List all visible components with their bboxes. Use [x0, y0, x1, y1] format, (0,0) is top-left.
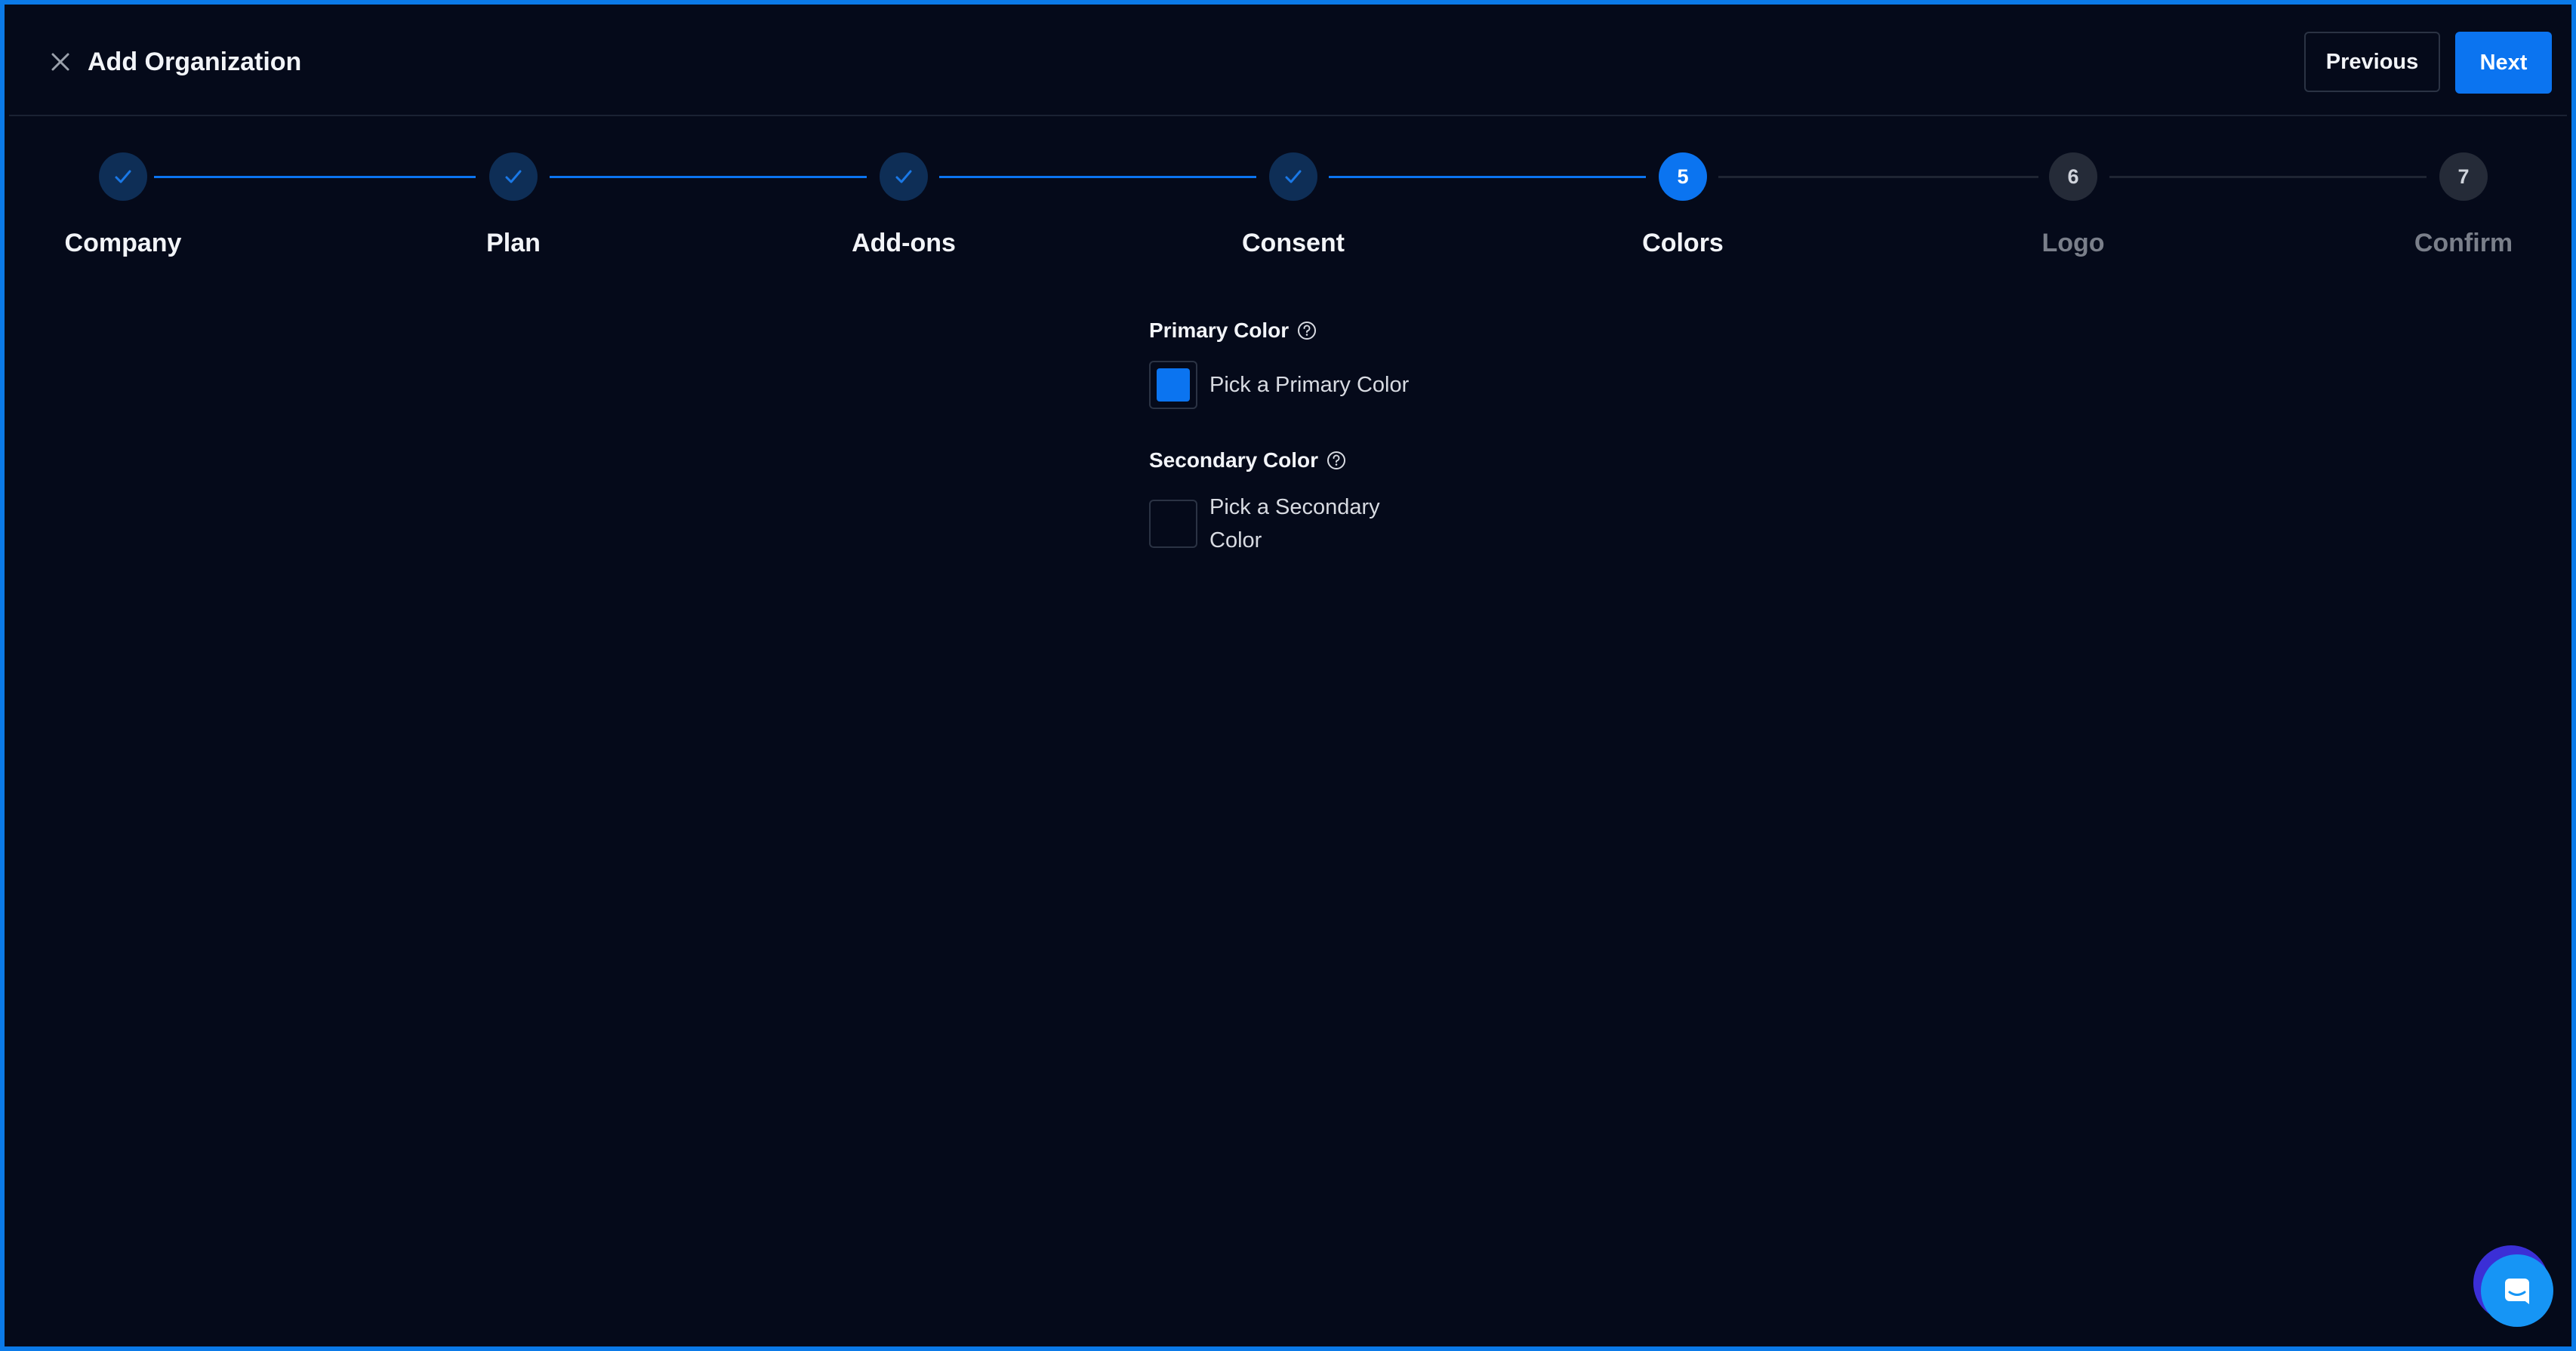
step-label: Plan — [486, 229, 541, 257]
check-icon — [115, 170, 131, 183]
check-icon — [895, 170, 912, 183]
primary-color-swatch — [1157, 368, 1190, 402]
modal-header: Add Organization Previous Next — [9, 9, 2567, 116]
check-icon — [1285, 170, 1302, 183]
primary-color-label: Primary Color — [1149, 317, 1317, 344]
chat-icon — [2505, 1279, 2529, 1304]
primary-color-picker[interactable] — [1149, 361, 1197, 409]
help-circle-icon[interactable] — [1296, 320, 1317, 341]
previous-button[interactable]: Previous — [2304, 32, 2440, 92]
primary-color-picker-label[interactable]: Pick a Primary Color — [1209, 373, 1410, 397]
secondary-color-label-text: Secondary Color — [1149, 448, 1319, 472]
step-completed-indicator — [99, 152, 147, 201]
step-number: 5 — [1659, 152, 1707, 201]
help-circle-icon[interactable] — [1326, 450, 1347, 471]
check-icon — [505, 170, 522, 183]
step-completed-indicator — [880, 152, 928, 201]
step-connector — [1329, 176, 1646, 178]
close-icon — [51, 53, 69, 71]
next-button[interactable]: Next — [2455, 32, 2552, 94]
step-connector — [939, 176, 1256, 178]
step-label: Consent — [1242, 229, 1345, 257]
secondary-color-picker-label[interactable]: Pick a Secondary Color — [1209, 495, 1380, 552]
step-connector — [154, 176, 476, 178]
secondary-color-picker[interactable] — [1149, 500, 1197, 548]
chat-launcher-button[interactable] — [2481, 1254, 2553, 1327]
primary-color-label-text: Primary Color — [1149, 319, 1290, 342]
page-title: Add Organization — [88, 48, 302, 76]
step-connector — [2109, 176, 2427, 178]
step-number: 7 — [2439, 152, 2488, 201]
step-connector — [550, 176, 867, 178]
step-label: Colors — [1642, 229, 1724, 257]
secondary-color-swatch — [1157, 507, 1190, 540]
step-label: Company — [64, 229, 182, 257]
step-label: Logo — [2041, 229, 2105, 257]
secondary-color-label: Secondary Color — [1149, 447, 1347, 474]
step-number: 6 — [2049, 152, 2097, 201]
step-completed-indicator — [489, 152, 538, 201]
step-label: Confirm — [2414, 229, 2513, 257]
close-button[interactable] — [45, 47, 75, 77]
step-label: Add-ons — [852, 229, 956, 257]
step-connector — [1718, 176, 2038, 178]
step-completed-indicator — [1269, 152, 1317, 201]
